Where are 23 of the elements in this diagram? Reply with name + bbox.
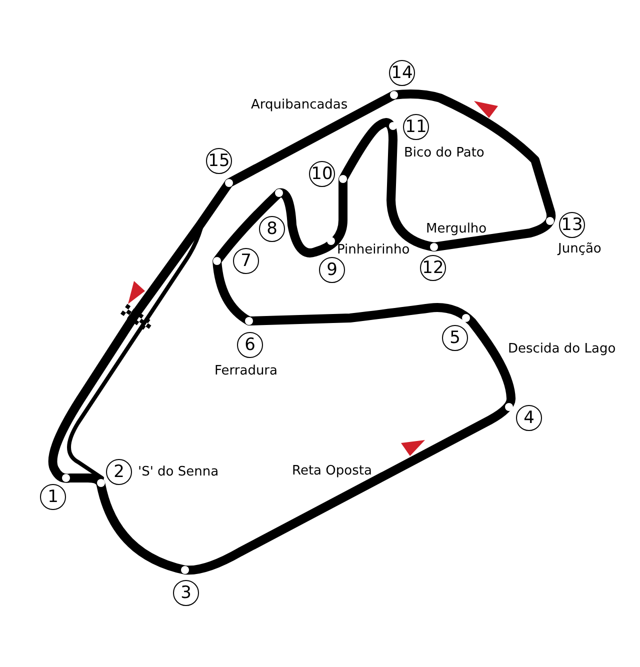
turn-number: 12 [420, 255, 446, 281]
turn-number: 13 [559, 212, 585, 238]
corner-name: Pinheirinho [337, 244, 410, 256]
corner-name: Mergulho [426, 222, 487, 236]
turn-number: 10 [309, 161, 335, 187]
turn-number: 5 [442, 325, 468, 351]
turn-number: 4 [516, 405, 542, 431]
turn-number: 2 [106, 459, 132, 485]
turn-number: 8 [259, 216, 285, 242]
corner-name: Bico do Pato [404, 146, 484, 160]
corner-name: 'S' do Senna [138, 466, 219, 478]
corner-name: Arquibancadas [251, 98, 348, 112]
turn-number: 1 [40, 484, 66, 510]
turn-number: 15 [206, 148, 232, 174]
corner-name: Ferradura [214, 364, 278, 378]
turn-number: 6 [237, 332, 263, 358]
turn-number: 14 [389, 60, 415, 86]
turn-number: 3 [173, 580, 199, 606]
turn-number: 11 [403, 114, 429, 140]
corner-name: Descida do Lago [508, 342, 616, 356]
turn-number: 9 [319, 257, 345, 283]
corner-name: Reta Oposta [292, 464, 372, 478]
turn-number: 7 [233, 248, 259, 274]
